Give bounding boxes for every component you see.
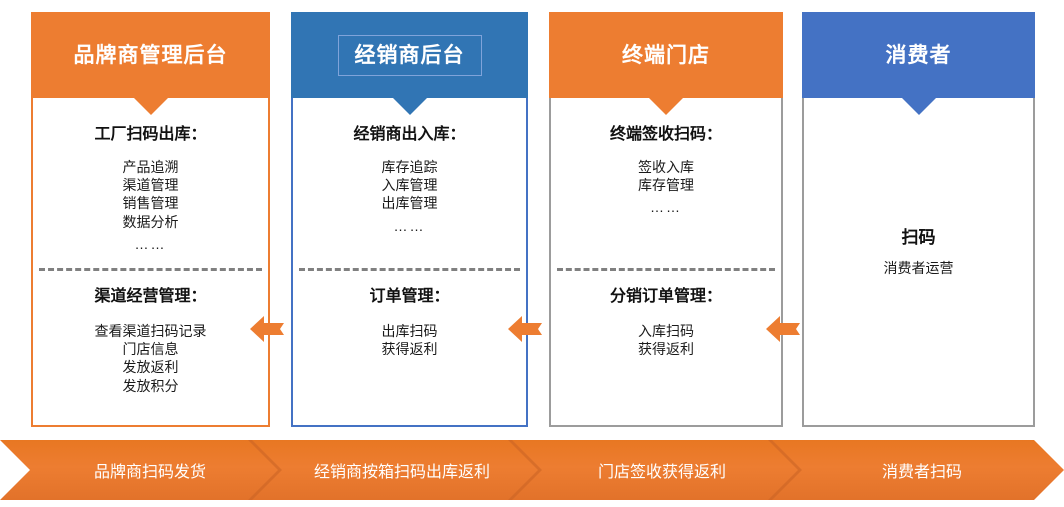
- list-item: 获得返利: [381, 341, 438, 358]
- list-item: 销售管理: [122, 195, 179, 212]
- section-order-management: 订单管理： 出库扫码 获得返利: [293, 282, 526, 358]
- section-consumer-scan: 扫码 消费者运营: [804, 223, 1033, 278]
- column-body-consumer: 扫码 消费者运营: [802, 98, 1035, 427]
- section-items: 签收入库 库存管理 ……: [557, 158, 775, 217]
- column-header-label: 经销商后台: [337, 34, 482, 76]
- column-body-brand-admin: 工厂扫码出库： 产品追溯 渠道管理 销售管理 数据分析 …… 渠道经营管理： 查…: [31, 98, 270, 427]
- list-item: 发放积分: [122, 377, 179, 394]
- column-body-distributor-backend: 经销商出入库： 库存追踪 入库管理 出库管理 …… 订单管理： 出库扫码 获得返…: [291, 98, 528, 427]
- section-channel-operation: 渠道经营管理： 查看渠道扫码记录 门店信息 发放返利 发放积分: [33, 282, 268, 395]
- column-header-label: 消费者: [885, 43, 952, 67]
- process-band: [0, 440, 1064, 500]
- process-step-4: 消费者扫码: [802, 440, 1042, 500]
- arrow-consumer-to-store: [766, 311, 812, 347]
- header-notch-icon: [133, 98, 168, 115]
- list-item: 获得返利: [638, 341, 694, 358]
- process-step-1: 品牌商扫码发货: [30, 440, 270, 500]
- list-item-ellipsis: ……: [650, 199, 682, 216]
- column-distributor-backend: 经销商后台 经销商出入库： 库存追踪 入库管理 出库管理 …… 订单管理： 出库…: [291, 12, 528, 427]
- process-step-label: 品牌商扫码发货: [93, 464, 206, 481]
- list-item-ellipsis: ……: [134, 235, 167, 252]
- header-notch-icon: [392, 98, 427, 115]
- list-item: 库存管理: [638, 177, 694, 194]
- list-item-ellipsis: ……: [393, 217, 426, 234]
- list-item: 产品追溯: [122, 159, 179, 175]
- column-brand-admin: 品牌商管理后台 工厂扫码出库： 产品追溯 渠道管理 销售管理 数据分析 …… 渠…: [31, 12, 270, 427]
- process-step-label: 消费者扫码: [881, 464, 962, 481]
- column-header-label: 终端门店: [622, 43, 710, 67]
- section-items: 出库扫码 获得返利: [299, 322, 520, 358]
- list-item: 查看渠道扫码记录: [94, 323, 207, 339]
- section-title: 终端签收扫码：: [609, 126, 722, 143]
- arrow-store-to-distributor: [508, 311, 554, 347]
- section-terminal-receive-scan: 终端签收扫码： 签收入库 库存管理 ……: [551, 98, 781, 217]
- process-band-labels: 品牌商扫码发货 经销商按箱扫码出库返利 门店签收获得返利 消费者扫码: [0, 440, 1064, 500]
- section-factory-scan-out: 工厂扫码出库： 产品追溯 渠道管理 销售管理 数据分析 ……: [33, 98, 268, 253]
- section-distribution-order: 分销订单管理： 入库扫码 获得返利: [551, 282, 781, 358]
- section-items: 查看渠道扫码记录 门店信息 发放返利 发放积分: [39, 322, 262, 395]
- process-step-label: 门店签收获得返利: [597, 464, 726, 481]
- left-arrow-icon: [250, 316, 284, 342]
- section-items: 库存追踪 入库管理 出库管理 ……: [299, 158, 520, 235]
- column-body-terminal-store: 终端签收扫码： 签收入库 库存管理 …… 分销订单管理： 入库扫码 获得返利: [549, 98, 783, 427]
- section-items: 产品追溯 渠道管理 销售管理 数据分析 ……: [39, 158, 262, 253]
- process-step-2: 经销商按箱扫码出库返利: [282, 440, 522, 500]
- column-header-consumer: 消费者: [802, 12, 1035, 98]
- section-subtitle: 消费者运营: [883, 260, 954, 276]
- process-step-label: 经销商按箱扫码出库返利: [313, 464, 490, 481]
- list-item: 出库扫码: [381, 323, 438, 339]
- section-divider: [39, 268, 262, 271]
- list-item: 库存追踪: [381, 159, 438, 175]
- arrow-distributor-to-brand: [250, 311, 296, 347]
- process-band-chevrons: [0, 440, 1064, 500]
- column-header-terminal-store: 终端门店: [549, 12, 783, 98]
- section-title: 经销商出入库：: [353, 126, 466, 143]
- list-item: 渠道管理: [122, 177, 179, 194]
- section-title: 订单管理：: [369, 288, 450, 305]
- section-title: 扫码: [901, 228, 936, 247]
- list-item: 出库管理: [381, 195, 438, 212]
- section-items: 入库扫码 获得返利: [557, 322, 775, 358]
- section-distributor-inout: 经销商出入库： 库存追踪 入库管理 出库管理 ……: [293, 98, 526, 235]
- header-notch-icon: [649, 98, 683, 115]
- section-title: 渠道经营管理：: [94, 288, 207, 305]
- column-header-label: 品牌商管理后台: [73, 43, 228, 67]
- section-divider: [299, 268, 520, 271]
- left-arrow-icon: [766, 316, 800, 342]
- list-item: 发放返利: [122, 359, 179, 376]
- list-item: 签收入库: [638, 159, 694, 175]
- left-arrow-icon: [508, 316, 542, 342]
- list-item: 数据分析: [122, 213, 179, 230]
- column-consumer: 消费者 扫码 消费者运营: [802, 12, 1035, 427]
- list-item: 门店信息: [122, 341, 179, 358]
- section-divider: [557, 268, 775, 271]
- process-step-3: 门店签收获得返利: [542, 440, 782, 500]
- column-header-brand-admin: 品牌商管理后台: [31, 12, 270, 98]
- section-title: 分销订单管理：: [609, 288, 722, 305]
- list-item: 入库扫码: [638, 323, 694, 339]
- header-notch-icon: [901, 98, 936, 115]
- column-terminal-store: 终端门店 终端签收扫码： 签收入库 库存管理 …… 分销订单管理： 入库扫码 获…: [549, 12, 783, 427]
- list-item: 入库管理: [381, 177, 438, 194]
- section-title: 工厂扫码出库：: [94, 126, 207, 143]
- column-header-distributor-backend: 经销商后台: [291, 12, 528, 98]
